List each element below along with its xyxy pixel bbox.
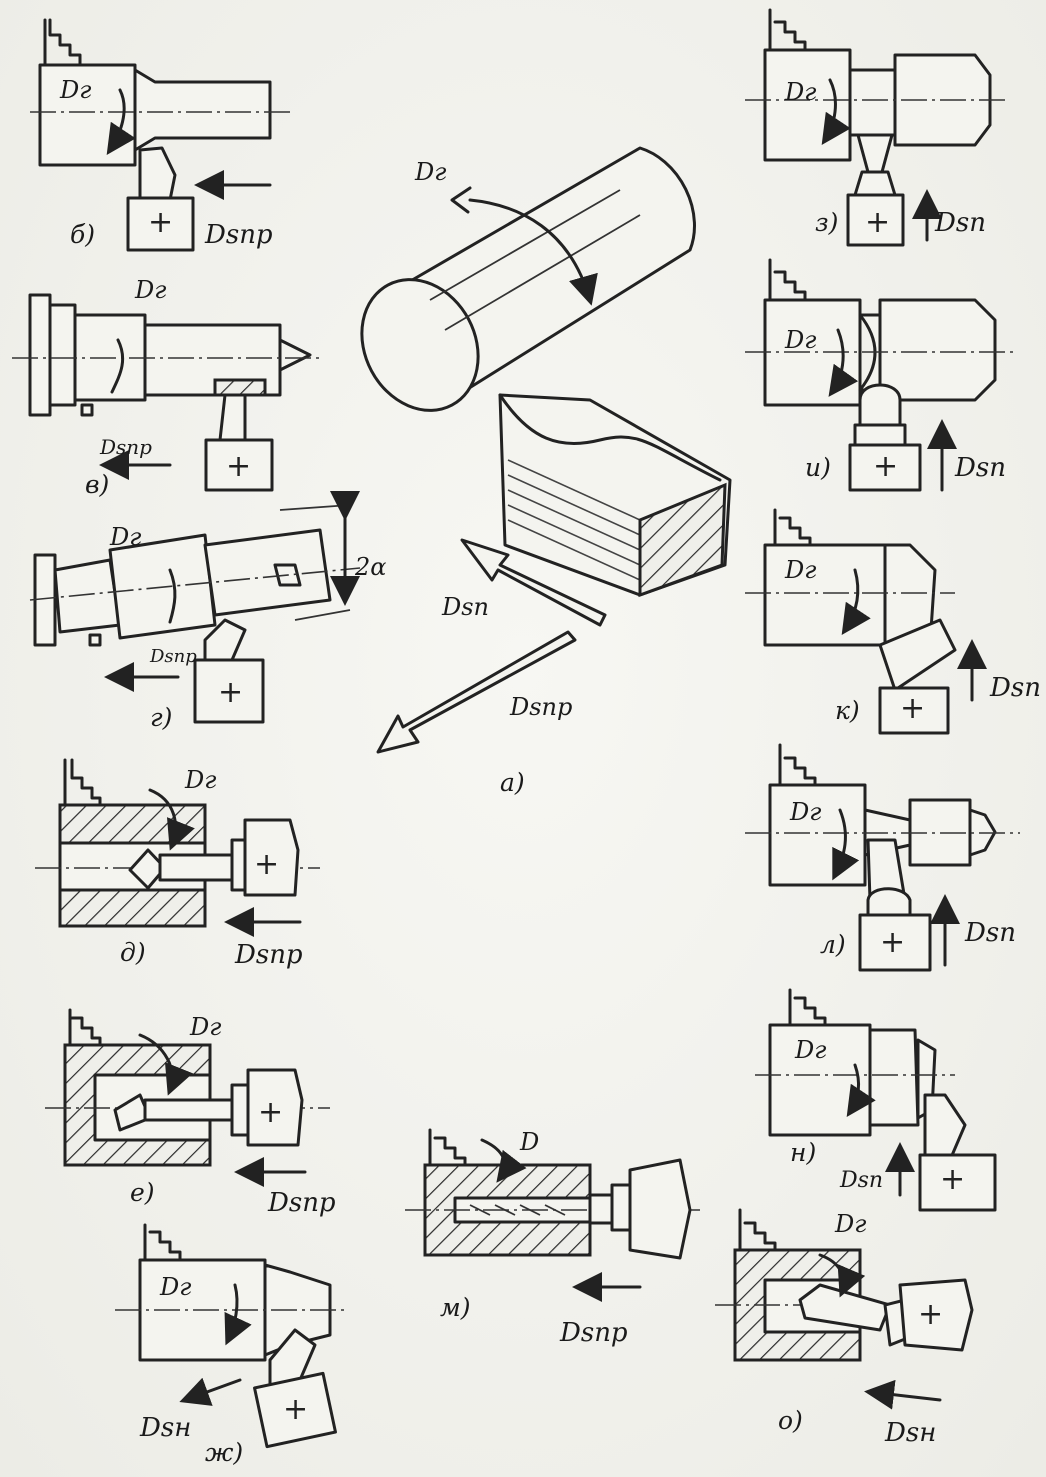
scheme-e [45, 1008, 330, 1187]
label-dg-b: Dг [60, 76, 92, 104]
label-dsp-z: Dsп [935, 208, 986, 238]
label-dspr-m: Dsпр [560, 1318, 628, 1348]
scheme-zh [115, 1223, 345, 1449]
label-dg-o: Dг [835, 1210, 867, 1238]
label-dg-v: Dг [135, 276, 167, 304]
scheme-m [405, 1128, 700, 1302]
label-dg-e: Dг [190, 1013, 222, 1041]
scheme-d [35, 758, 320, 937]
label-dsn-zh: Dsн [140, 1413, 192, 1443]
label-dg-i: Dг [785, 326, 817, 354]
scheme-k [745, 508, 987, 735]
plus-v: + [226, 449, 252, 484]
label-2alpha: 2α [355, 553, 387, 581]
label-dsp-k: Dsп [990, 673, 1041, 703]
label-dspr-e: Dsпр [268, 1188, 336, 1218]
label-dg-g: Dг [110, 523, 142, 551]
label-dg-d: Dг [185, 766, 217, 794]
plus-k: + [900, 691, 926, 726]
label-dg-zh: Dг [160, 1273, 192, 1301]
caption-k: к) [835, 696, 860, 725]
caption-a: а) [500, 768, 525, 797]
caption-g: г) [150, 703, 173, 732]
plus-n: + [940, 1162, 966, 1197]
caption-b: б) [70, 220, 96, 249]
plus-l: + [880, 925, 906, 960]
caption-v: в) [85, 470, 110, 499]
caption-i: и) [805, 453, 831, 482]
label-dspr-g: Dsпр [150, 646, 197, 667]
label-dspr-b: Dsпр [205, 220, 273, 250]
plus-b: + [148, 205, 174, 240]
caption-d: д) [120, 938, 146, 967]
label-dsp-i: Dsп [955, 453, 1006, 483]
caption-zh: ж) [205, 1438, 244, 1467]
label-dsn-o: Dsн [885, 1418, 937, 1448]
plus-g: + [218, 675, 244, 710]
scheme-z [745, 8, 1005, 247]
plus-z: + [865, 205, 891, 240]
scheme-v [12, 293, 320, 492]
label-dsp-a: Dsп [442, 593, 490, 621]
caption-z: з) [815, 208, 839, 237]
label-dspr-v: Dsпр [100, 435, 152, 459]
label-dg-z: Dг [785, 78, 817, 106]
scheme-a [360, 146, 732, 754]
plus-d: + [254, 847, 280, 882]
caption-o: о) [778, 1406, 803, 1435]
plus-e: + [258, 1095, 284, 1130]
plus-zh: + [283, 1392, 309, 1427]
caption-m: м) [440, 1293, 471, 1322]
caption-l: л) [820, 930, 846, 959]
scheme-g [29, 491, 361, 724]
caption-e: е) [130, 1178, 155, 1207]
plus-o: + [918, 1297, 944, 1332]
label-d-m: D [520, 1128, 540, 1156]
label-dsp-n: Dsп [840, 1168, 884, 1193]
label-dspr-a: Dsпр [510, 693, 573, 721]
label-dsp-l: Dsп [965, 918, 1016, 948]
caption-n: н) [790, 1138, 817, 1167]
label-dg-l: Dг [790, 798, 822, 826]
label-dg-k: Dг [785, 556, 817, 584]
label-dg-a: Dг [415, 158, 447, 186]
label-dspr-d: Dsпр [235, 940, 303, 970]
scheme-o [715, 1208, 974, 1410]
scheme-i [745, 258, 1015, 492]
plus-i: + [873, 449, 899, 484]
scheme-n [755, 988, 997, 1212]
scheme-l [745, 743, 1020, 972]
label-dg-n: Dг [795, 1036, 827, 1064]
scheme-b [30, 18, 290, 252]
